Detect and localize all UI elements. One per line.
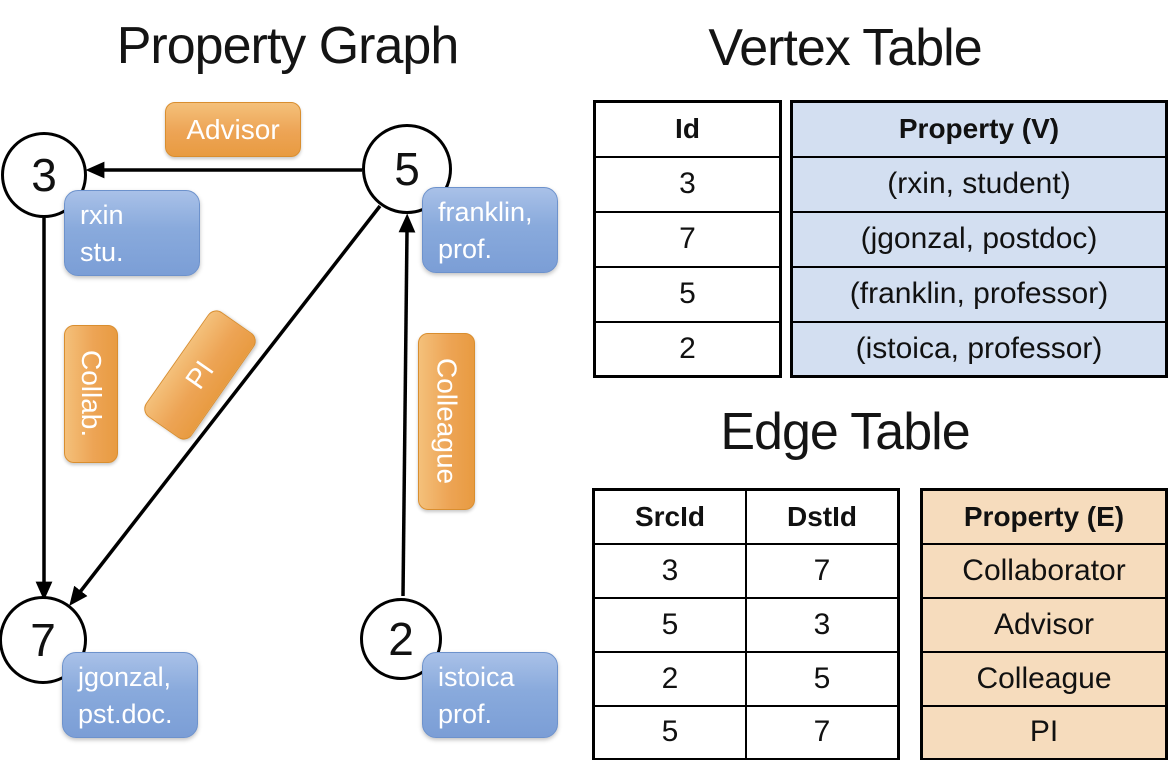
edge-property-cell: Advisor: [920, 596, 1168, 653]
table-row: (rxin, student): [790, 155, 1168, 213]
graph-node-2: 2: [360, 598, 442, 680]
vertex-property-box-jgonzal: jgonzal, pst.doc.: [62, 652, 198, 738]
graph-node-7-id: 7: [30, 614, 56, 666]
vertex-table-id-column: Id 3 7 5 2: [593, 100, 782, 378]
edge-dst-cell: 7: [745, 542, 900, 599]
table-row: Property (V): [790, 100, 1168, 158]
edge-table-header-srcid: SrcId: [592, 488, 747, 545]
edge-colleague-2-to-5: [398, 213, 416, 597]
edge-property-cell: PI: [920, 704, 1168, 760]
table-row: Property (E): [920, 488, 1168, 545]
edge-src-cell: 5: [592, 596, 747, 653]
edge-table-title: Edge Table: [720, 403, 970, 461]
table-row: Collaborator: [920, 542, 1168, 599]
table-row: 5 3: [592, 596, 900, 653]
vertex-property-cell: (istoica, professor): [790, 320, 1168, 378]
table-row: 7: [593, 210, 782, 268]
table-row: (istoica, professor): [790, 320, 1168, 378]
vertex-property-box-rxin: rxin stu.: [64, 190, 200, 276]
vertex-id-cell: 3: [593, 155, 782, 213]
graph-node-5: 5: [362, 124, 452, 214]
table-row: Advisor: [920, 596, 1168, 653]
table-row: 5 7: [592, 704, 900, 760]
table-row: 5: [593, 265, 782, 323]
vertex-id-cell: 7: [593, 210, 782, 268]
vertex-property-cell: (rxin, student): [790, 155, 1168, 213]
edge-label-collab-text: Collab.: [76, 350, 107, 438]
graph-node-3-id: 3: [31, 149, 57, 201]
edge-table-header-property: Property (E): [920, 488, 1168, 545]
edge-table-property-column: Property (E) Collaborator Advisor Collea…: [920, 488, 1168, 760]
edge-label-pi-text: PI: [179, 354, 220, 395]
vertex-table-property-column: Property (V) (rxin, student) (jgonzal, p…: [790, 100, 1168, 378]
vertex-property-jgonzal-line2: pst.doc.: [78, 699, 173, 729]
vertex-property-rxin-line2: stu.: [80, 237, 124, 267]
vertex-id-cell: 2: [593, 320, 782, 378]
edge-src-cell: 5: [592, 704, 747, 760]
edge-src-cell: 3: [592, 542, 747, 599]
table-row: (jgonzal, postdoc): [790, 210, 1168, 268]
edge-dst-cell: 5: [745, 650, 900, 707]
edge-table-id-columns: SrcId DstId 3 7 5 3 2 5 5 7: [592, 488, 900, 760]
table-row: SrcId DstId: [592, 488, 900, 545]
edge-src-cell: 2: [592, 650, 747, 707]
edge-dst-cell: 7: [745, 704, 900, 760]
table-row: PI: [920, 704, 1168, 760]
vertex-table-title: Vertex Table: [708, 19, 982, 77]
edge-dst-cell: 3: [745, 596, 900, 653]
vertex-property-cell: (jgonzal, postdoc): [790, 210, 1168, 268]
property-graph-title: Property Graph: [116, 17, 460, 75]
table-row: 3 7: [592, 542, 900, 599]
graph-node-5-id: 5: [394, 143, 420, 195]
vertex-property-rxin-line1: rxin: [80, 200, 124, 230]
vertex-property-istoica-line1: istoica: [438, 662, 515, 692]
edge-label-colleague-text: Colleague: [431, 358, 463, 485]
table-row: 3: [593, 155, 782, 213]
graph-node-2-id: 2: [388, 613, 414, 665]
edge-label-colleague: Colleague: [418, 333, 475, 510]
edge-property-cell: Colleague: [920, 650, 1168, 707]
table-row: (franklin, professor): [790, 265, 1168, 323]
table-row: 2: [593, 320, 782, 378]
vertex-table-header-id: Id: [593, 100, 782, 158]
edge-label-advisor-text: Advisor: [186, 113, 280, 145]
vertex-property-box-franklin: franklin, prof.: [422, 187, 558, 273]
table-row: Id: [593, 100, 782, 158]
edge-label-collab: Collab.: [64, 325, 118, 463]
vertex-table-header-property: Property (V): [790, 100, 1168, 158]
vertex-id-cell: 5: [593, 265, 782, 323]
vertex-property-franklin-line2: prof.: [438, 234, 493, 264]
vertex-property-box-istoica: istoica prof.: [422, 652, 558, 738]
vertex-property-cell: (franklin, professor): [790, 265, 1168, 323]
vertex-property-franklin-line1: franklin,: [438, 197, 533, 227]
graph-edges-layer: [35, 161, 416, 606]
table-row: Colleague: [920, 650, 1168, 707]
vertex-property-jgonzal-line1: jgonzal,: [78, 662, 172, 692]
edge-property-cell: Collaborator: [920, 542, 1168, 599]
edge-pi-5-to-7: [69, 204, 382, 606]
edge-label-advisor: Advisor: [165, 102, 301, 157]
edge-table-header-dstid: DstId: [745, 488, 900, 545]
vertex-property-istoica-line2: prof.: [438, 699, 493, 729]
table-row: 2 5: [592, 650, 900, 707]
